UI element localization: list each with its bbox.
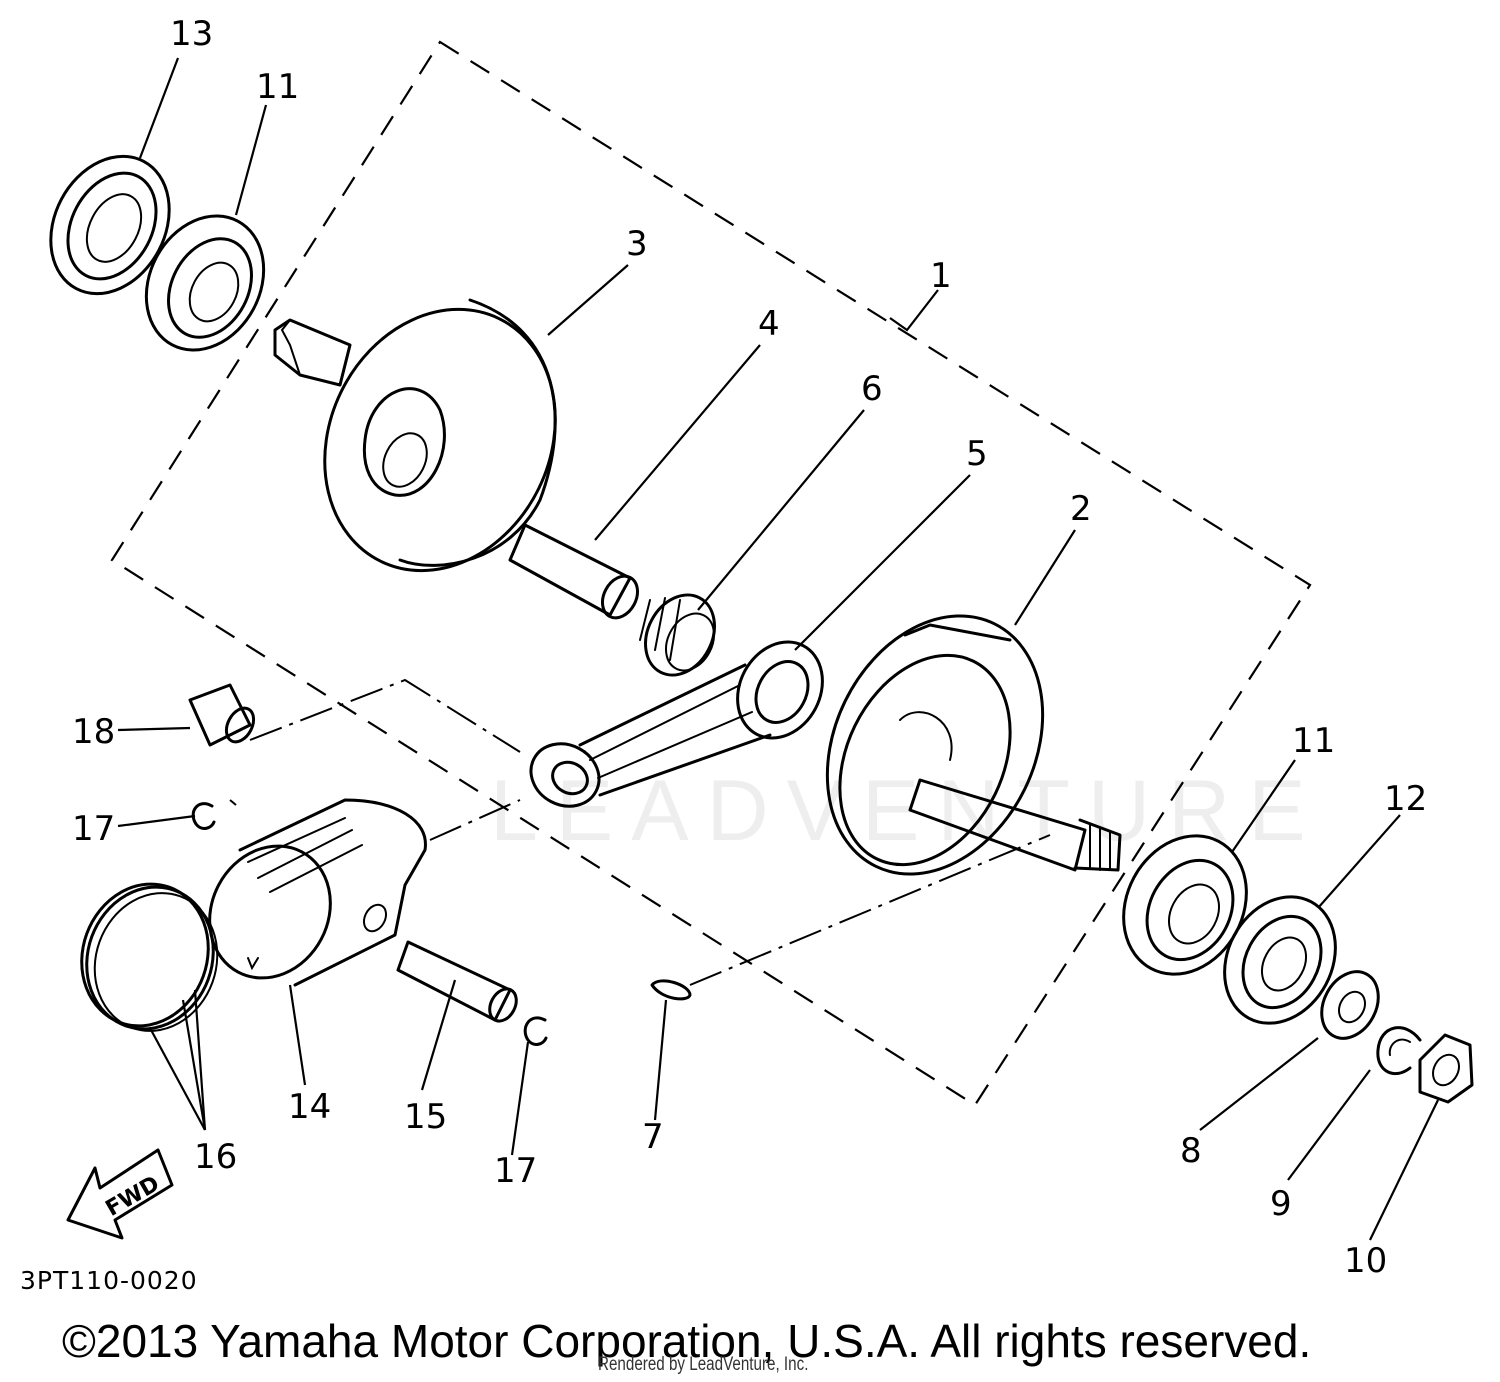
callout-11-right: 11 <box>1292 721 1335 761</box>
callout-11-left: 11 <box>256 67 299 107</box>
callout-12: 12 <box>1384 779 1427 819</box>
callout-13: 13 <box>170 14 213 54</box>
copyright-notice: ©2013 Yamaha Motor Corporation, U.S.A. A… <box>62 1315 1312 1367</box>
callout-1: 1 <box>930 256 952 296</box>
callout-18: 18 <box>72 712 115 752</box>
part-18-needle-bearing <box>188 683 256 747</box>
callout-8: 8 <box>1180 1131 1202 1171</box>
part-11-bearing-left <box>144 214 266 352</box>
callout-7: 7 <box>642 1117 664 1157</box>
callout-15: 15 <box>404 1097 447 1137</box>
callout-17-left: 17 <box>72 809 115 849</box>
callout-17-right: 17 <box>494 1151 537 1191</box>
callout-14: 14 <box>288 1087 331 1127</box>
part-5-connecting-rod <box>529 640 824 808</box>
part-17-circlip-left <box>191 802 216 830</box>
part-7-key <box>650 979 692 1001</box>
part-17-circlip-right <box>523 1016 548 1046</box>
part-13-oil-seal <box>49 154 171 296</box>
part-12-oil-seal <box>1223 895 1337 1025</box>
part-10-nut <box>1418 1033 1474 1104</box>
fwd-arrow-icon: FWD <box>66 1148 174 1240</box>
callout-2: 2 <box>1070 489 1092 529</box>
part-4-crank-pin <box>508 523 640 620</box>
fwd-label: FWD <box>102 1171 164 1221</box>
part-8-washer <box>1320 970 1380 1040</box>
leader-lines <box>117 57 1439 1241</box>
part-3-crank-left <box>273 298 557 573</box>
callout-5: 5 <box>966 434 988 474</box>
callout-6: 6 <box>861 369 883 409</box>
part-15-piston-pin <box>396 940 518 1023</box>
callout-10: 10 <box>1344 1241 1387 1281</box>
part-14-piston <box>208 798 427 987</box>
part-2-crank-right <box>825 614 1122 876</box>
part-6-needle-bearing <box>639 593 716 677</box>
part-9-lock-washer <box>1376 1026 1422 1075</box>
callout-4: 4 <box>758 304 780 344</box>
part-16-piston-rings <box>80 882 219 1032</box>
axis-line-piston <box>429 799 521 841</box>
axis-line-left-shaft <box>229 799 237 806</box>
callout-9: 9 <box>1270 1184 1292 1224</box>
callout-16: 16 <box>194 1137 237 1177</box>
diagram-code: 3PT110-0020 <box>20 1266 198 1295</box>
axis-line-key <box>689 834 1051 986</box>
callout-labels: 13 11 3 1 4 6 5 2 18 17 11 12 16 14 15 1… <box>72 14 1427 1281</box>
callout-3: 3 <box>626 224 648 264</box>
axis-line-conrod <box>249 678 521 753</box>
rendered-by-credit: Rendered by LeadVenture, Inc. <box>598 1354 809 1375</box>
